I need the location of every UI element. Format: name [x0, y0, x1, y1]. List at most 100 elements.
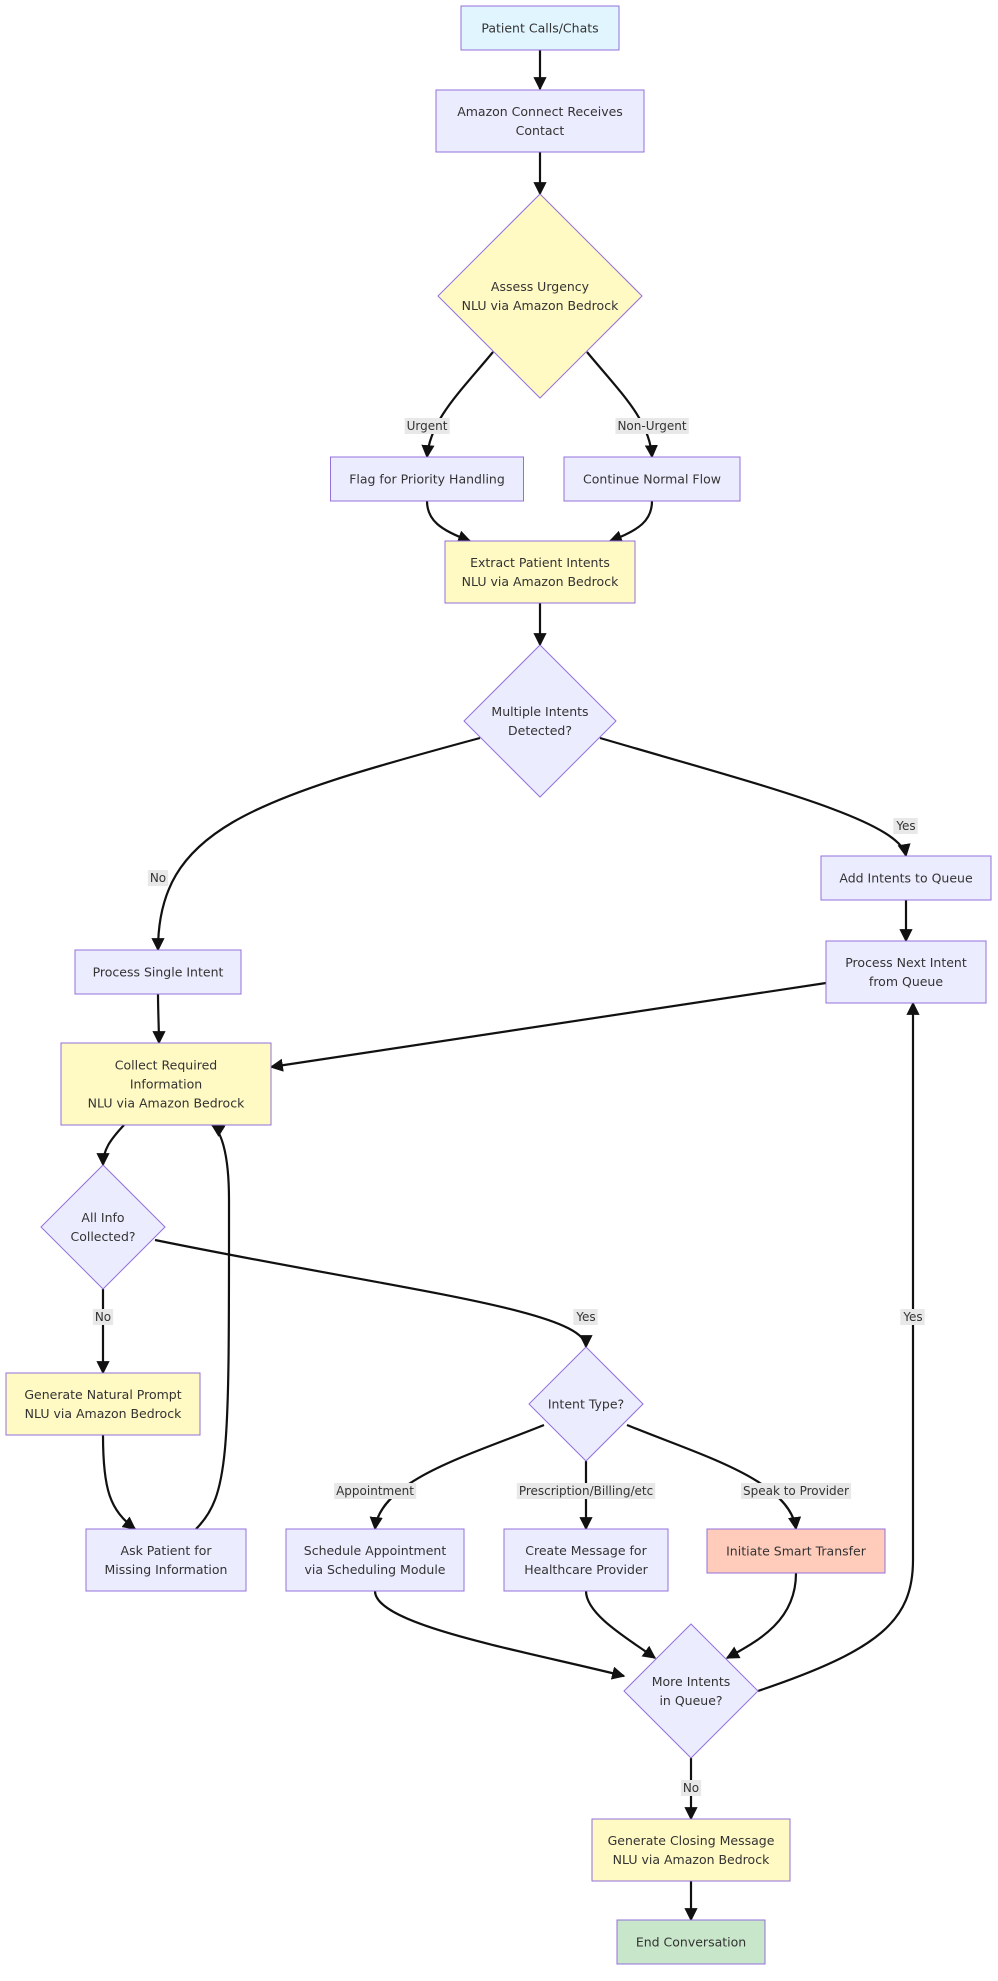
edge-label-text: Speak to Provider — [743, 1484, 849, 1498]
edge-label-text: Yes — [902, 1310, 922, 1324]
node-box — [330, 456, 524, 502]
edge-label-background — [573, 1309, 598, 1325]
node-label: Generate Natural Prompt — [24, 1387, 181, 1402]
edge-arrow — [586, 351, 658, 459]
node-more-intents: More Intents in Queue? — [623, 1623, 759, 1759]
node-label: All Info — [81, 1210, 124, 1225]
edge-label-appointment: Appointment — [334, 1483, 417, 1499]
node-patient-calls: Patient Calls/Chats — [460, 5, 620, 51]
edge-arrow — [599, 736, 911, 858]
edge-arrow — [373, 1590, 626, 1680]
node-label: Extract Patient Intents — [470, 555, 610, 570]
node-label: Process Single Intent — [93, 965, 224, 980]
node-box — [825, 940, 987, 1004]
node-label: More Intents — [652, 1674, 731, 1689]
edge-arrow — [195, 1124, 231, 1530]
node-label: Intent Type? — [548, 1397, 624, 1412]
node-box — [706, 1528, 886, 1574]
edge-label-text: No — [150, 871, 166, 885]
node-label: Information — [130, 1077, 202, 1092]
edge-arrow — [626, 1423, 802, 1531]
node-box — [60, 1042, 272, 1126]
edge-label-background — [516, 1483, 656, 1499]
node-box — [591, 1818, 791, 1882]
node-label: Amazon Connect Receives — [457, 104, 623, 119]
node-label: Collect Required — [115, 1058, 217, 1073]
node-box — [85, 1528, 247, 1592]
node-label: Multiple Intents — [491, 704, 588, 719]
edge-arrow — [269, 981, 827, 1072]
node-label: NLU via Amazon Bedrock — [462, 574, 619, 589]
edge-label-background — [680, 1780, 702, 1796]
edge-label-background — [147, 870, 169, 886]
node-label: from Queue — [869, 974, 943, 989]
node-label: Continue Normal Flow — [583, 472, 721, 487]
edge-label-text: Yes — [895, 819, 915, 833]
node-box — [285, 1528, 465, 1592]
edge-arrow — [584, 1590, 657, 1659]
edge-label-background — [893, 818, 918, 834]
node-label: NLU via Amazon Bedrock — [462, 298, 619, 313]
node-label: Add Intents to Queue — [839, 871, 973, 886]
node-label: Contact — [516, 123, 565, 138]
edge-label-non-urgent: Non-Urgent — [615, 418, 689, 434]
node-smart-transfer: Initiate Smart Transfer — [706, 1528, 886, 1574]
edge-arrow — [154, 1238, 593, 1349]
edge-label-text: No — [683, 1781, 699, 1795]
decision-diamond — [40, 1164, 166, 1290]
node-add-intents-queue: Add Intents to Queue — [820, 855, 992, 901]
node-process-single: Process Single Intent — [74, 949, 242, 995]
decision-diamond — [463, 644, 617, 798]
node-label: NLU via Amazon Bedrock — [88, 1096, 245, 1111]
edge-arrow — [151, 736, 481, 952]
edge-label-background — [334, 1483, 417, 1499]
edge-label-background — [740, 1483, 852, 1499]
edge-label-text: No — [95, 1310, 111, 1324]
node-box — [820, 855, 992, 901]
node-label: via Scheduling Module — [304, 1562, 445, 1577]
edge-arrow — [608, 500, 654, 544]
edge-arrow — [152, 993, 166, 1045]
node-label: Assess Urgency — [491, 279, 590, 294]
node-box — [563, 456, 741, 502]
edge-label-text: Prescription/Billing/etc — [519, 1484, 653, 1498]
node-flag-priority: Flag for Priority Handling — [330, 456, 524, 502]
edge-label-speak-provider: Speak to Provider — [740, 1483, 852, 1499]
edge-label-info-no: No — [92, 1309, 114, 1325]
node-label: Create Message for — [525, 1543, 647, 1558]
node-label: in Queue? — [659, 1693, 722, 1708]
node-label: NLU via Amazon Bedrock — [25, 1406, 182, 1421]
node-label: Ask Patient for — [121, 1543, 213, 1558]
node-label: Healthcare Provider — [524, 1562, 648, 1577]
edge-label-background — [615, 418, 689, 434]
node-label: Generate Closing Message — [608, 1833, 775, 1848]
node-box — [435, 89, 645, 153]
edges — [96, 50, 920, 1922]
edge-label-background — [92, 1309, 114, 1325]
edge-label-more-no: No — [680, 1780, 702, 1796]
edge-label-multi-yes: Yes — [893, 818, 918, 834]
edge-arrow — [421, 351, 494, 459]
edge-label-text: Urgent — [407, 419, 448, 433]
decision-diamond — [437, 193, 643, 399]
node-end-conversation: End Conversation — [616, 1919, 766, 1965]
edge-label-background — [404, 418, 450, 434]
edge-arrow — [101, 1434, 137, 1530]
node-label: NLU via Amazon Bedrock — [613, 1852, 770, 1867]
node-box — [460, 5, 620, 51]
edge-label-more-yes: Yes — [900, 1309, 925, 1325]
node-intent-type: Intent Type? — [528, 1346, 644, 1462]
edge-arrow — [725, 1572, 798, 1659]
node-box — [5, 1372, 201, 1436]
node-label: Patient Calls/Chats — [481, 21, 598, 36]
